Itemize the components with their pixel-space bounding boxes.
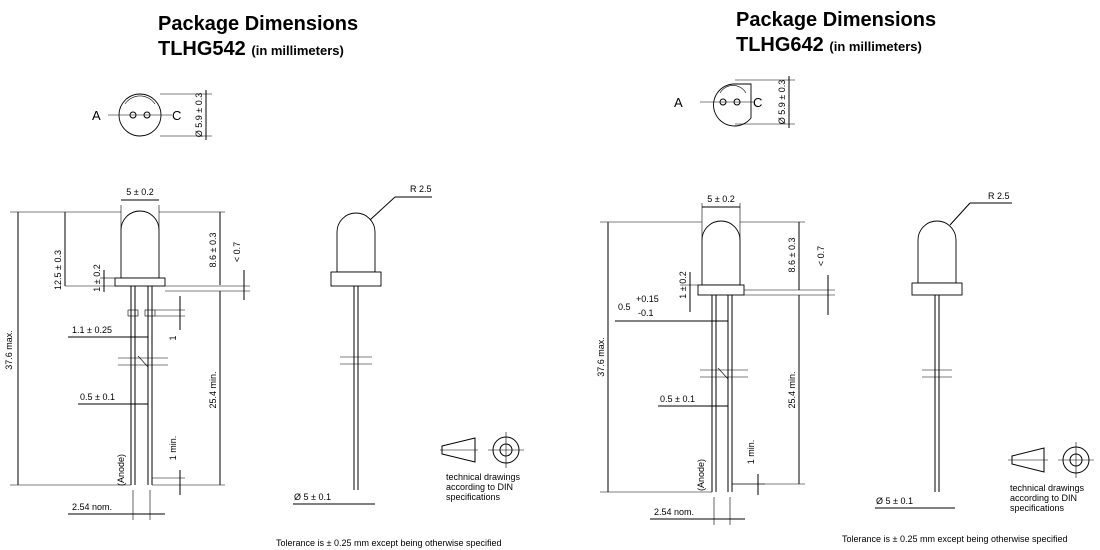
front-led-body — [917, 220, 957, 284]
top-view-outline — [713, 83, 752, 127]
front-view: R 2.5 Ø 5 ± 0.1 — [293, 184, 432, 505]
anode-label: (Anode) — [116, 454, 126, 486]
pin-a-label: A — [92, 108, 101, 123]
projection-symbol — [1008, 442, 1094, 478]
panel-tlhg542: Package Dimensions TLHG542 (in millimete… — [4, 13, 524, 548]
side-view: 5 ± 0.2 37.6 max. 12.5 ± 0.3 8.6 ± 0.3 <… — [4, 187, 250, 520]
min-dim: 1 min. — [746, 440, 756, 465]
panel-tlhg642: Package Dimensions TLHG642 (in millimete… — [550, 0, 1100, 550]
lead-tol-minus: -0.1 — [638, 308, 654, 318]
front-led-body — [336, 212, 376, 273]
top-view: A C Ø 5.9 ± 0.3 — [674, 76, 795, 128]
lead-dim: 0.5 ± 0.1 — [80, 392, 115, 402]
dimension-drawing: A C Ø 5.9 ± 0.3 5 ± 0.2 — [4, 90, 524, 520]
dome-height-dim: 8.6 ± 0.3 — [208, 233, 218, 268]
front-flange — [330, 271, 382, 287]
lead-width-dim: 1.1 ± 0.25 — [72, 325, 112, 335]
diameter-dim: Ø 5 ± 0.1 — [294, 492, 331, 502]
min-dim: 1 min. — [168, 436, 178, 461]
part-number-heading: TLHG542 (in millimeters) — [158, 37, 344, 63]
lead-tol-base: 0.5 — [618, 302, 631, 312]
page-title: Package Dimensions — [158, 13, 359, 35]
din-note: technical drawings according to DIN spec… — [1010, 483, 1085, 513]
projection-symbol — [440, 432, 524, 468]
part-number: TLHG642 — [736, 34, 824, 56]
flange-dim: 1 ± 0.2 — [92, 264, 102, 291]
pitch-dim: 2.54 nom. — [654, 507, 694, 517]
diameter-dim: Ø 5 ± 0.1 — [876, 496, 913, 506]
side-view: 5 ± 0.2 37.6 max. 8.6 ± 0.3 < 0.7 1 ± 0.… — [596, 194, 835, 525]
total-length-dim: 37.6 max. — [4, 330, 14, 370]
top-diameter-dim: Ø 5.9 ± 0.3 — [194, 93, 204, 137]
front-flange — [911, 282, 963, 296]
tolerance-note: Tolerance is ± 0.25 mm except being othe… — [276, 538, 502, 548]
top-view: A C Ø 5.9 ± 0.3 — [92, 90, 212, 140]
lead-dim: 0.5 ± 0.1 — [660, 394, 695, 404]
pin-c-label: C — [172, 108, 181, 123]
flange-max-dim: < 0.7 — [816, 246, 826, 266]
unit-label: (in millimeters) — [829, 39, 922, 54]
flange — [697, 284, 745, 296]
part-number-heading: TLHG642 (in millimeters) — [736, 33, 922, 59]
width-dim: 5 ± 0.2 — [126, 187, 153, 197]
radius-dim: R 2.5 — [410, 184, 432, 194]
page-title: Package Dimensions — [736, 9, 937, 31]
dimension-drawing: A C Ø 5.9 ± 0.3 5 ± 0.2 — [596, 76, 1094, 525]
body-height-dim: 12.5 ± 0.3 — [53, 250, 63, 290]
lead-tol-plus: +0.15 — [636, 294, 659, 304]
led-body — [701, 220, 741, 286]
flange — [114, 277, 166, 287]
dome-height-dim: 8.6 ± 0.3 — [787, 238, 797, 273]
anode-label: (Anode) — [696, 459, 706, 491]
lead-length-dim: 25.4 min. — [787, 371, 797, 408]
part-number: TLHG542 — [158, 38, 246, 60]
pin-c-label: C — [753, 95, 762, 110]
width-dim: 5 ± 0.2 — [707, 194, 734, 204]
pin-a-label: A — [674, 95, 683, 110]
bend-dim: 1 — [168, 335, 178, 340]
din-note: technical drawings according to DIN spec… — [446, 472, 521, 502]
flange-dim: 1 ± 0.2 — [678, 271, 688, 298]
top-diameter-dim: Ø 5.9 ± 0.3 — [777, 80, 787, 124]
led-body — [120, 210, 160, 279]
pitch-dim: 2.54 nom. — [72, 502, 112, 512]
unit-label: (in millimeters) — [251, 43, 344, 58]
tolerance-note: Tolerance is ± 0.25 mm except being othe… — [842, 534, 1068, 544]
front-view: R 2.5 Ø 5 ± 0.1 — [875, 191, 1012, 509]
flange-max-dim: < 0.7 — [232, 242, 242, 262]
radius-dim: R 2.5 — [988, 191, 1010, 201]
lead-length-dim: 25.4 min. — [208, 371, 218, 408]
total-length-dim: 37.6 max. — [596, 337, 606, 377]
